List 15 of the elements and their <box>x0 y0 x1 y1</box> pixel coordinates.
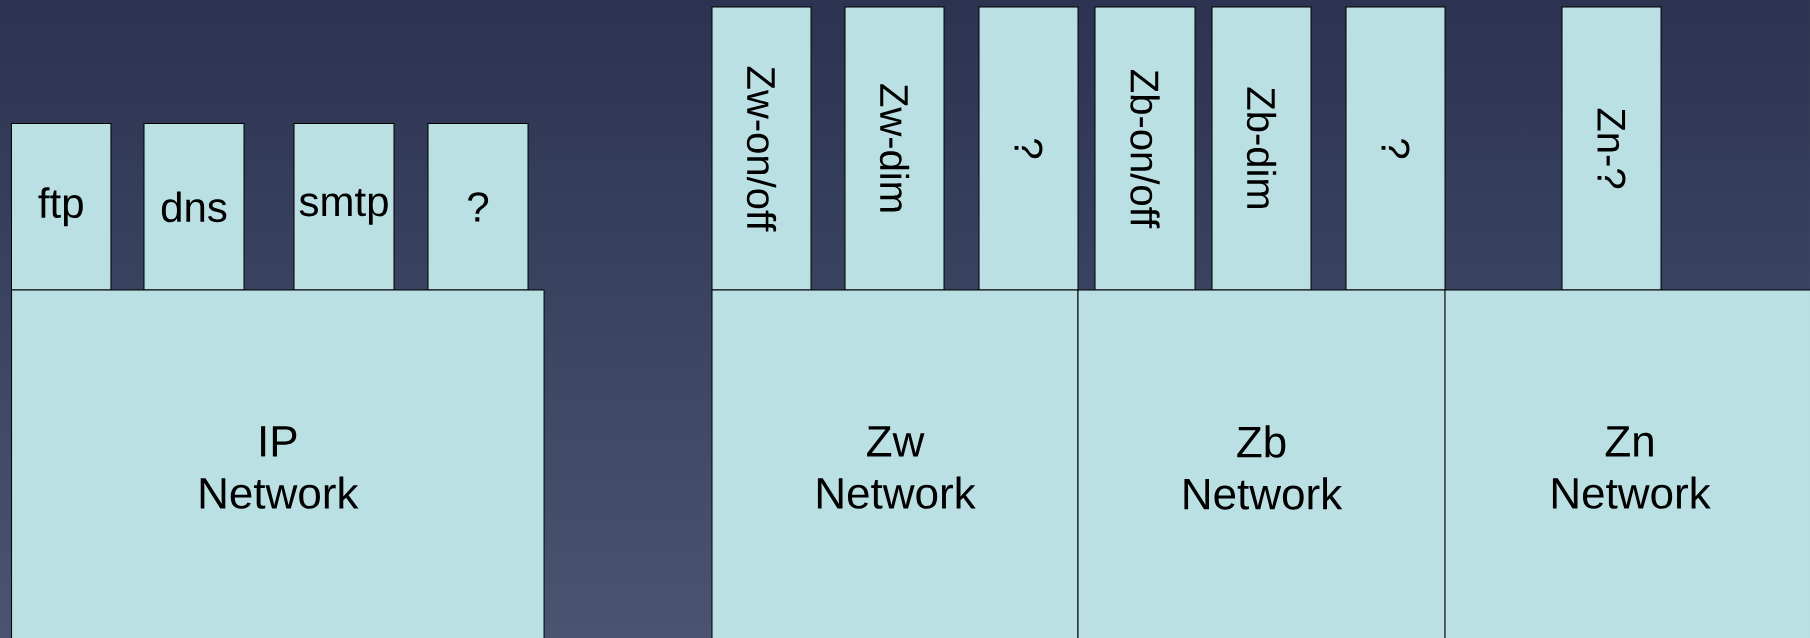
network-box: Zb Network <box>1077 289 1446 638</box>
app-box: Zn-? <box>1561 6 1662 291</box>
app-box: Zw-on/off <box>711 6 812 291</box>
app-box: ? <box>978 6 1079 291</box>
app-box: ? <box>427 123 529 291</box>
network-box: IP Network <box>11 289 545 638</box>
app-box: Zb-dim <box>1211 6 1312 291</box>
app-box: ftp <box>10 123 112 291</box>
app-box: Zb-on/off <box>1094 6 1196 291</box>
app-box: Zw-dim <box>844 6 945 291</box>
app-box: smtp <box>293 123 395 291</box>
app-box: ? <box>1345 6 1446 291</box>
network-box: Zn Network <box>1444 289 1810 638</box>
network-box: Zw Network <box>711 289 1079 638</box>
app-box: dns <box>143 123 245 291</box>
